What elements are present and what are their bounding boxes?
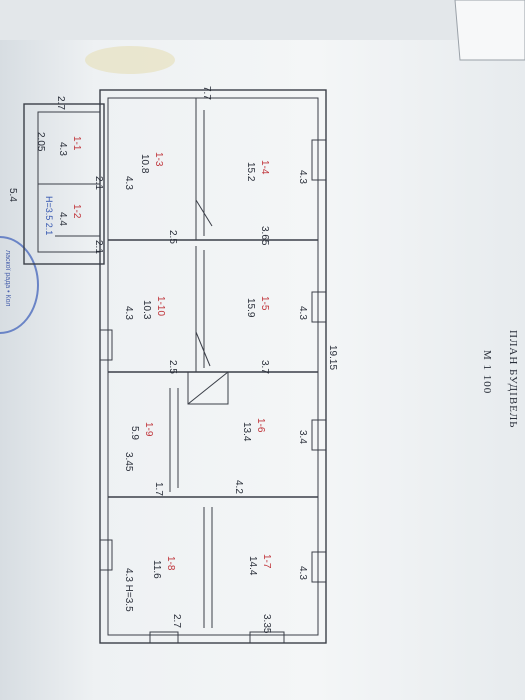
room-area: 11.6 xyxy=(151,560,162,579)
paper-corner xyxy=(454,0,525,61)
dim: 4.2 xyxy=(233,480,244,494)
room-id: 1-8 xyxy=(165,556,176,571)
dim-width-top: 7.7 xyxy=(201,86,212,100)
window-4 xyxy=(311,551,327,583)
annex-inner xyxy=(37,111,101,253)
window-7 xyxy=(149,631,179,644)
door-swing-2 xyxy=(195,331,211,367)
room-id: 1-3 xyxy=(153,152,164,167)
room-id: 1-4 xyxy=(259,160,270,175)
door-swing-1 xyxy=(195,199,213,227)
stair xyxy=(187,371,229,405)
dim: 2.1 xyxy=(93,240,104,254)
room-id: 1-9 xyxy=(143,422,154,437)
dim: 1.7 xyxy=(153,482,164,496)
dim-annex-width: 2.05 xyxy=(35,132,46,152)
dim-length: 19.15 xyxy=(327,345,338,370)
dim: 4.3 xyxy=(297,306,308,320)
dim: 4.3 xyxy=(297,566,308,580)
window-3 xyxy=(311,419,327,451)
room-id: 1-7 xyxy=(261,554,272,569)
annex-wall xyxy=(23,103,105,265)
dim: 2.5 xyxy=(167,230,178,244)
stair-diag xyxy=(187,371,229,405)
paper-fold-top xyxy=(0,0,525,40)
room-area: 10.8 xyxy=(139,154,150,174)
room-area: 15.9 xyxy=(245,298,256,318)
dim: 2.7 xyxy=(171,614,182,628)
room-area: 5.9 xyxy=(129,426,140,440)
dim: 4.3 xyxy=(123,176,134,190)
dim-annex-depth: 5.4 xyxy=(7,188,18,202)
dim: 4.3 xyxy=(297,170,308,184)
room-id: 1-6 xyxy=(255,418,266,433)
dim: 4.3 Н=3.5 xyxy=(123,568,134,612)
dim: 3.7 xyxy=(259,360,270,374)
window-8 xyxy=(249,631,285,644)
room-area: 13.4 xyxy=(241,422,252,442)
room-area: 15.2 xyxy=(245,162,256,182)
room-id: 1-10 xyxy=(155,296,166,316)
inner-wall xyxy=(107,97,319,636)
outer-wall xyxy=(99,89,327,644)
room-id: 1-5 xyxy=(259,296,270,311)
dim: 3.65 xyxy=(259,226,270,246)
dim-annex-top: 2.7 xyxy=(55,96,66,110)
window-6 xyxy=(99,539,113,571)
window-1 xyxy=(311,139,327,181)
dim: 2.5 xyxy=(167,360,178,374)
room-area: 14.4 xyxy=(247,556,258,576)
dim: 3.4 xyxy=(297,430,308,444)
dim: 3.35 xyxy=(261,614,272,634)
plan-title: ПЛАН БУДІВЕЛЬ xyxy=(507,330,519,429)
room-area: 4.4 xyxy=(57,212,68,226)
window-5 xyxy=(99,329,113,361)
room-id: 1-2 xyxy=(71,204,82,219)
stamp-text: ласкої рада • Кол xyxy=(4,250,11,306)
window-2 xyxy=(311,291,327,323)
room-area: 4.3 xyxy=(57,142,68,156)
paper-stain xyxy=(85,46,175,74)
stamp xyxy=(0,236,39,334)
dim: 2.1 xyxy=(93,176,104,190)
room-area: 10.3 xyxy=(141,300,152,320)
room-id: 1-1 xyxy=(71,136,82,151)
dim: 3.45 xyxy=(123,452,134,472)
dim: Н=3.5 2.1 xyxy=(44,196,54,235)
plan-scale: М 1 100 xyxy=(481,350,493,394)
dim: 4.3 xyxy=(123,306,134,320)
